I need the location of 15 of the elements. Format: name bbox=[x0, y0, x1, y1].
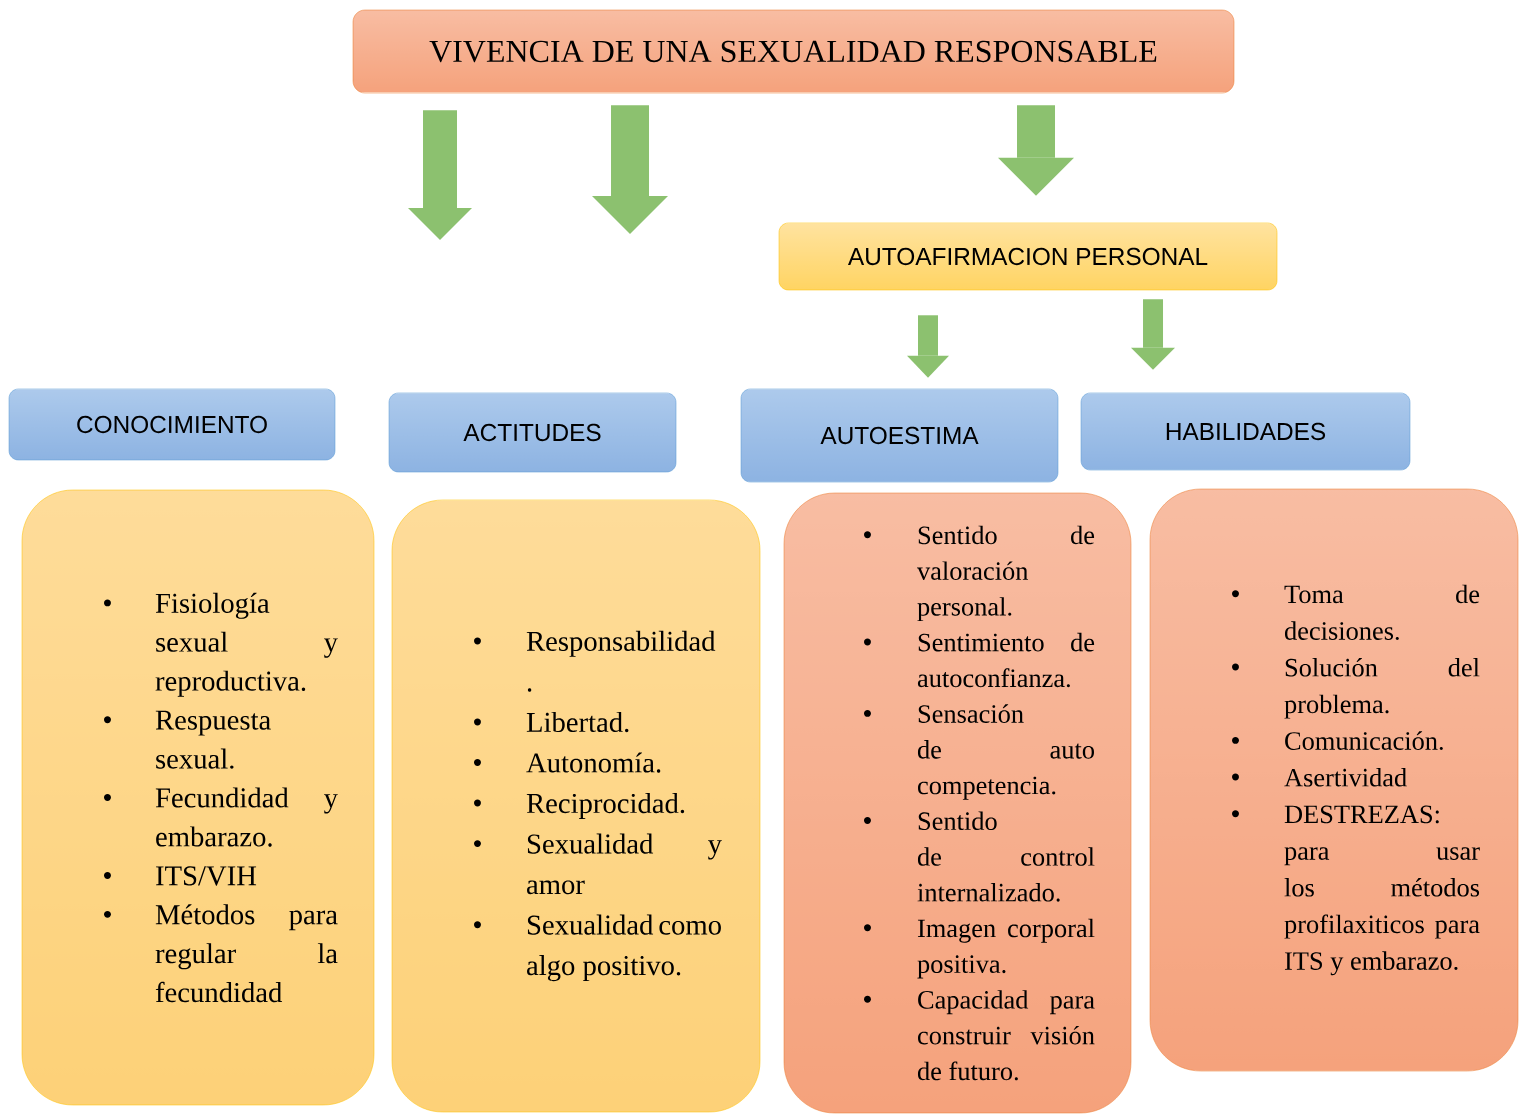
heading-box: AUTOAFIRMACION PERSONAL bbox=[778, 222, 1278, 291]
heading-box: AUTOESTIMA bbox=[740, 388, 1059, 483]
title-box: VIVENCIA DE UNA SEXUALIDAD RESPONSABLE bbox=[352, 9, 1235, 94]
list-card: Responsabilidad . Libertad. Autonomía. Reciprocidad. Sexualidad y amor Sexualidad como algo positivo. bbox=[391, 499, 761, 1113]
block-arrow bbox=[408, 110, 472, 240]
heading-box: CONOCIMIENTO bbox=[8, 388, 336, 461]
block-arrow bbox=[1131, 299, 1175, 370]
list-card: Toma de decisiones. Solución del problema. Comunicación. Asertividad DESTREZAS: para usar los métodos profilaxiticos para ITS y embarazo. bbox=[1149, 488, 1519, 1072]
list-card: Sentido de valoración personal. Sentimiento de autoconfianza. Sensación de auto competencia. Sentido de control internalizado. Imagen corporal positiva. Capacidad para construir visión de futuro. bbox=[783, 492, 1132, 1114]
heading-box: HABILIDADES bbox=[1080, 392, 1411, 471]
block-arrow bbox=[998, 105, 1074, 196]
block-arrow bbox=[907, 315, 949, 378]
block-arrow bbox=[592, 105, 668, 234]
list-card: Fisiología sexual y reproductiva. Respuesta sexual. Fecundidad y embarazo. ITS/VIH Métodos para regular la fecundidad bbox=[21, 489, 375, 1106]
heading-box: ACTITUDES bbox=[388, 392, 677, 473]
